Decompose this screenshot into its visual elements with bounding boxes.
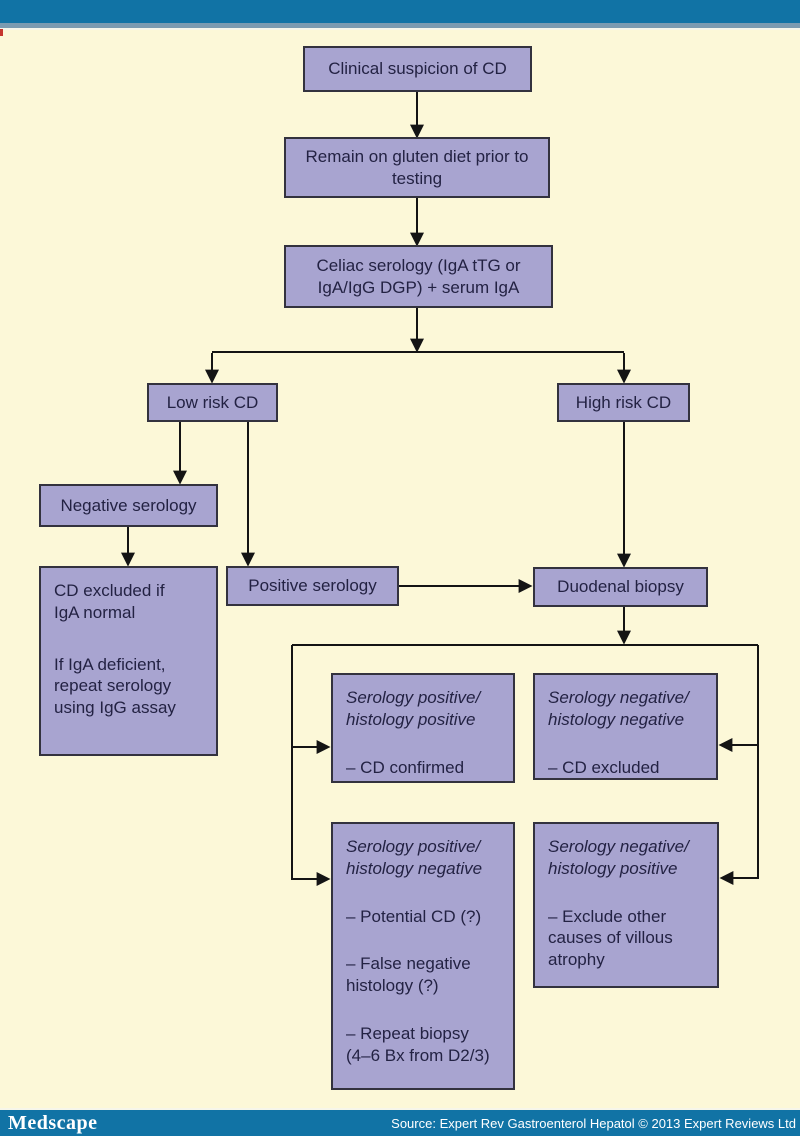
node-high-risk: High risk CD (557, 383, 690, 422)
header-bar (0, 0, 800, 23)
outcome-bullet: – False negative histology (?) (346, 954, 471, 995)
node-label: Clinical suspicion of CD (328, 59, 507, 79)
node-paragraph: If IgA deficient, repeat serology using … (54, 654, 176, 718)
node-label: Positive serology (248, 576, 377, 596)
outcome-title: Serology negative/ histology negative (548, 688, 689, 729)
node-serology-positive-histology-negative: Serology positive/ histology negative – … (331, 822, 515, 1090)
node-label: Duodenal biopsy (557, 577, 684, 597)
outcome-bullet: – CD confirmed (346, 757, 465, 777)
node-low-risk: Low risk CD (147, 383, 278, 422)
outcome-bullet: – Repeat biopsy (4–6 Bx from D2/3) (346, 1023, 490, 1065)
footer-bar: Medscape Source: Expert Rev Gastroentero… (0, 1108, 800, 1136)
node-label: High risk CD (575, 392, 672, 412)
node-cd-excluded-iga: CD excluded if IgA normal If IgA deficie… (39, 566, 218, 756)
red-notch (0, 29, 3, 36)
node-serology-positive-histology-positive: Serology positive/ histology positive – … (331, 673, 515, 783)
node-gluten-diet: Remain on gluten diet prior to testing (284, 137, 550, 198)
node-celiac-serology: Celiac serology (IgA tTG or IgA/IgG DGP)… (284, 245, 553, 308)
outcome-bullet: – Potential CD (?) (346, 906, 482, 926)
source-attribution: Source: Expert Rev Gastroenterol Hepatol… (391, 1115, 796, 1131)
node-serology-negative-histology-positive: Serology negative/ histology positive – … (533, 822, 719, 988)
node-paragraph: CD excluded if IgA normal (54, 581, 165, 622)
node-label: Low risk CD (166, 392, 259, 412)
node-positive-serology: Positive serology (226, 566, 399, 606)
outcome-bullet: – CD excluded (548, 757, 660, 777)
node-label: Remain on gluten diet prior to testing (305, 146, 529, 188)
node-duodenal-biopsy: Duodenal biopsy (533, 567, 708, 607)
outcome-bracket-right (719, 645, 759, 885)
node-label: Celiac serology (IgA tTG or IgA/IgG DGP)… (316, 255, 521, 297)
outcome-title: Serology positive/ histology positive (346, 688, 481, 729)
node-serology-negative-histology-negative: Serology negative/ histology negative – … (533, 673, 718, 780)
node-clinical-suspicion: Clinical suspicion of CD (303, 46, 532, 92)
outcome-title: Serology negative/ histology positive (548, 837, 689, 878)
node-label: Negative serology (60, 495, 197, 515)
outcome-bracket-left (291, 645, 331, 886)
header-accent-strip (0, 23, 800, 30)
node-negative-serology: Negative serology (39, 484, 218, 527)
outcome-title: Serology positive/ histology negative (346, 837, 483, 878)
outcome-bullet: – Exclude other causes of villous atroph… (548, 906, 673, 970)
medscape-logo: Medscape (8, 1111, 98, 1134)
